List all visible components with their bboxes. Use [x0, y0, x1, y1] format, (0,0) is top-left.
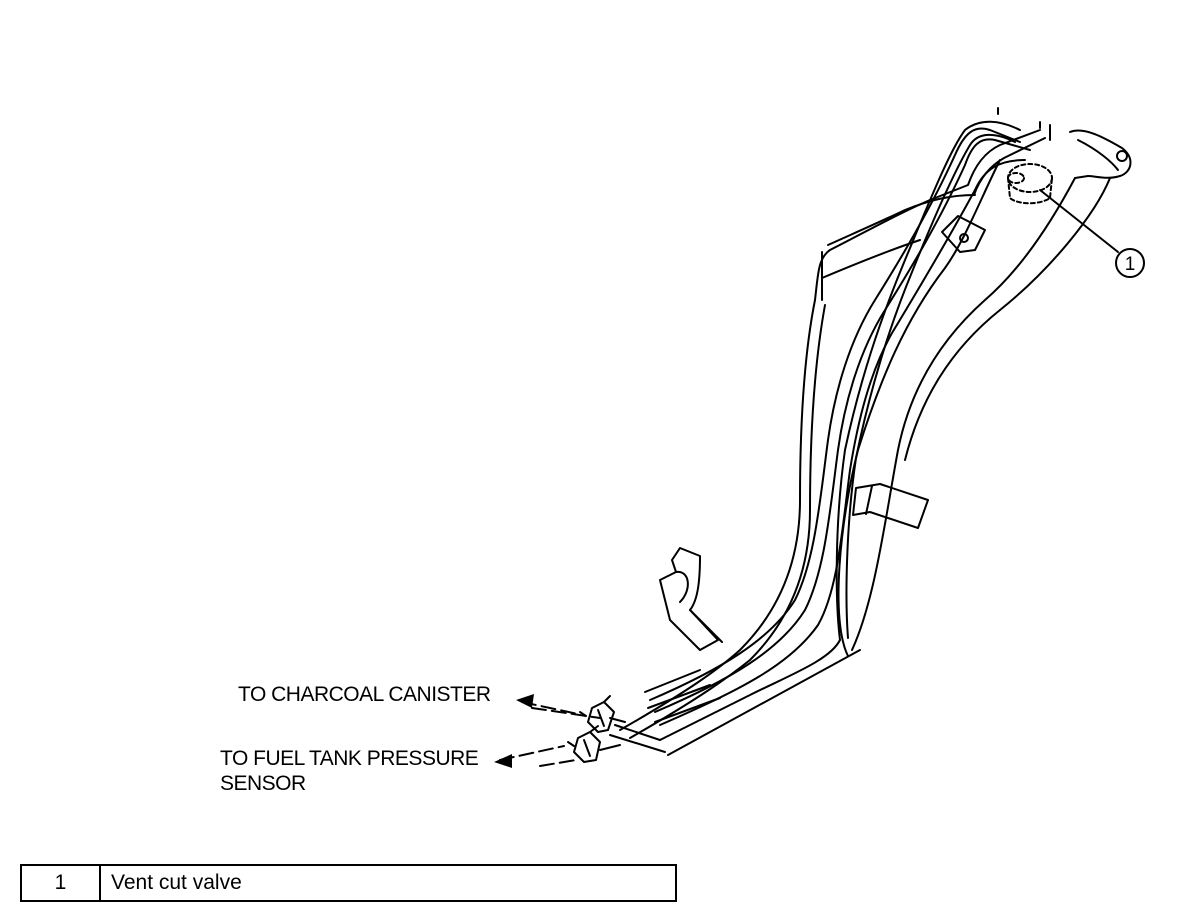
callout-number: 1 [1125, 254, 1136, 275]
legend-description: Vent cut valve [111, 871, 242, 894]
upper-bracket [941, 215, 986, 253]
callout-circle [1115, 248, 1145, 278]
strap-band [852, 483, 929, 529]
arrow-head-canister [516, 694, 534, 708]
vent-pipes [609, 107, 1051, 756]
label-sensor: SENSOR [220, 772, 306, 795]
filler-neck [837, 129, 1132, 657]
arrow-heads [494, 694, 534, 768]
lower-bracket [659, 547, 723, 651]
hose-connectors [567, 695, 626, 763]
arrow-head-sensor [494, 754, 512, 768]
label-to-fuel-tank-pressure: TO FUEL TANK PRESSURE [220, 747, 479, 770]
callout-leader [1039, 189, 1119, 253]
vent-cut-valve-outline [1007, 163, 1053, 205]
legend-number: 1 [22, 866, 101, 900]
legend-table: 1 Vent cut valve [20, 864, 677, 902]
label-to-charcoal-canister: TO CHARCOAL CANISTER [238, 683, 491, 706]
